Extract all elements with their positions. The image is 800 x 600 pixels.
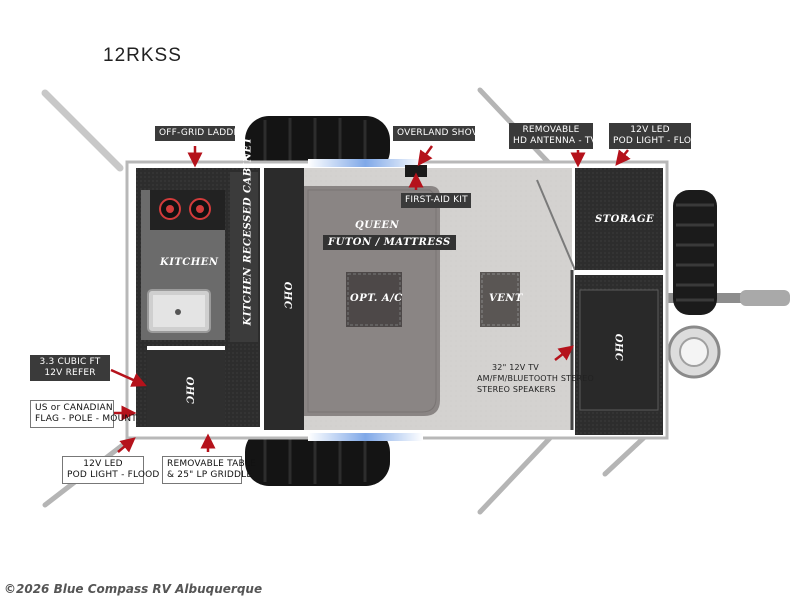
- flag-line2: FLAG - POLE - MOUNT: [35, 414, 137, 424]
- arrow-shovel: [417, 145, 434, 167]
- vent: [480, 272, 520, 327]
- opt-ac-label: OPT. A/C: [350, 293, 403, 304]
- callout-refer: 3.3 CUBIC FT 12V REFER: [30, 355, 110, 381]
- storage-compartment: [575, 168, 663, 270]
- ohc-right-label: OHC: [612, 333, 624, 362]
- refer-line2: 12V REFER: [44, 368, 96, 378]
- storage-label: STORAGE: [595, 214, 655, 225]
- tv-line1: 32" 12V TV: [492, 363, 539, 372]
- callout-off-grid-ladder: OFF-GRID LADDER: [155, 126, 246, 141]
- antenna-line1: REMOVABLE: [522, 125, 580, 135]
- arrow-pod-top: [615, 149, 631, 166]
- faucet-icon: [175, 309, 181, 315]
- bed-label-line2: FUTON / MATTRESS: [323, 235, 456, 250]
- watermark-credit: ©2026 Blue Compass RV Albuquerque: [4, 582, 263, 596]
- callout-pod-light-bottom: 12V LED POD LIGHT - FLOOD: [62, 456, 160, 484]
- spare-tire: [673, 190, 717, 315]
- callout-first-aid-kit: FIRST-AID KIT: [401, 193, 471, 208]
- bed-label-line1: QUEEN: [355, 220, 400, 231]
- model-title: 12RKSS: [103, 45, 182, 66]
- pod-bottom-line1: 12V LED: [83, 459, 123, 469]
- vent-label: VENT: [489, 293, 523, 304]
- first-aid-kit-box: [405, 165, 427, 177]
- callout-flag: US or CANADIAN FLAG - POLE - MOUNT: [30, 400, 137, 428]
- callout-pod-light-top: 12V LED POD LIGHT - FLOOD: [609, 123, 706, 149]
- kitchen-label: KITCHEN: [160, 257, 219, 268]
- arrow-refer: [110, 368, 147, 387]
- ohc-left-label: OHC: [281, 281, 293, 310]
- tv-line3: STEREO SPEAKERS: [477, 385, 556, 394]
- arrow-tv: [554, 345, 574, 361]
- opt-ac: [346, 272, 402, 327]
- ohc-refer-label: OHC: [183, 376, 195, 405]
- wheel-bottom: [245, 428, 390, 486]
- hitch: [665, 290, 790, 379]
- antenna-line2: HD ANTENNA - TV: [513, 136, 597, 146]
- callout-removable-antenna: REMOVABLE HD ANTENNA - TV: [509, 123, 597, 149]
- table-line1: REMOVABLE TABLE: [167, 459, 256, 469]
- flag-line1: US or CANADIAN: [35, 403, 113, 413]
- pole-bottom-mid: [477, 435, 553, 515]
- callout-overland-shovel: OVERLAND SHOVEL: [393, 126, 489, 141]
- refer-ohc: [147, 350, 225, 427]
- arrow-pod-bottom: [117, 437, 136, 453]
- callout-table: REMOVABLE TABLE & 25" LP GRIDDLE: [162, 456, 256, 484]
- ohc-column-left: [264, 168, 304, 430]
- pod-bottom-line2: POD LIGHT - FLOOD: [67, 470, 160, 480]
- kitchen-cabinet-label: KITCHEN RECESSED CABINET: [242, 136, 254, 326]
- ladder-pole: [41, 89, 124, 172]
- tv-line2: AM/FM/BLUETOOTH STEREO: [477, 374, 594, 383]
- callout-tv: 32" 12V TV AM/FM/BLUETOOTH STEREO STEREO…: [473, 360, 594, 397]
- pod-top-line2: POD LIGHT - FLOOD: [613, 136, 706, 146]
- refer-line1: 3.3 CUBIC FT: [39, 357, 101, 367]
- pod-top-line1: 12V LED: [630, 125, 670, 135]
- table-line2: & 25" LP GRIDDLE: [167, 470, 253, 480]
